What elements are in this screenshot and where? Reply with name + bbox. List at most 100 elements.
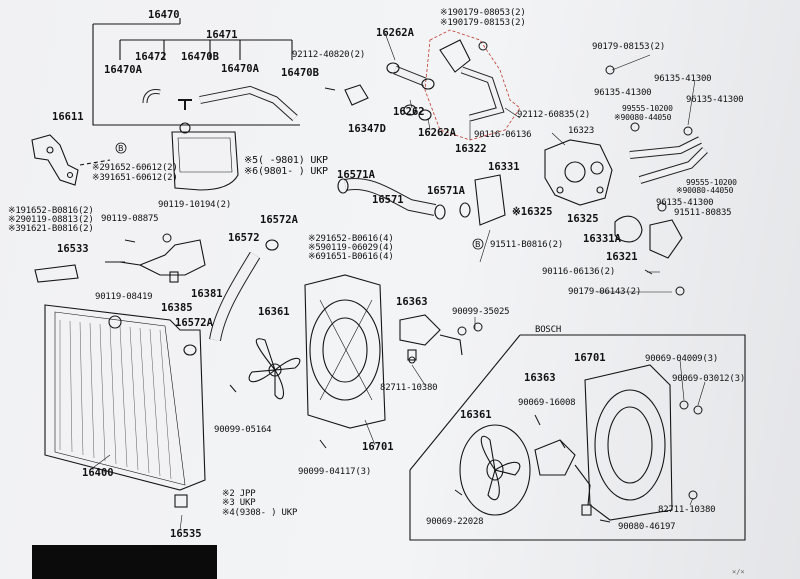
part-16331a: 16331A xyxy=(583,233,621,245)
footnote-6: ※6(9801- ) UKP xyxy=(244,166,328,177)
part-90099-04117: 90099-04117(3) xyxy=(298,467,372,477)
part-82711-10380-left: 82711-10380 xyxy=(380,383,438,393)
part-99555-10200-b: 99555-10200 xyxy=(686,178,737,187)
part-16535: 16535 xyxy=(170,528,202,540)
part-16470a-right: 16470A xyxy=(221,63,259,75)
part-16262a-bottom: 16262A xyxy=(418,127,456,139)
part-90119-08419: 90119-08419 xyxy=(95,292,153,302)
part-16571a-left: 16571A xyxy=(337,169,375,181)
reservoir-group-bracket xyxy=(92,18,300,126)
part-16533: 16533 xyxy=(57,243,89,255)
part-96135-41300-d: 96135-41300 xyxy=(656,198,714,208)
clip-16533 xyxy=(34,264,79,283)
corner-mark: ×/× xyxy=(732,568,745,576)
part-16331: 16331 xyxy=(488,161,520,173)
part-99555-10200: 99555-10200 xyxy=(622,104,673,113)
part-90119-08813: ※290119-08813(2) xyxy=(8,215,94,225)
circle-b-mid: B xyxy=(475,240,481,249)
part-16470: 16470 xyxy=(148,9,180,21)
part-16262: 16262 xyxy=(393,106,425,118)
part-90099-35025: 90099-35025 xyxy=(452,307,510,317)
part-90080-44050-b: ※90080-44050 xyxy=(676,186,734,195)
part-16701-left: 16701 xyxy=(362,441,394,453)
part-16572a-bottom: 16572A xyxy=(175,317,213,329)
part-82711-10380-right: 82711-10380 xyxy=(658,505,716,515)
part-91652-b0816-left: ※191652-B0816(2) xyxy=(8,206,94,216)
fan-motor-16363-bosch xyxy=(534,439,592,516)
part-16385: 16385 xyxy=(161,302,193,314)
fan-shroud-16701-left xyxy=(304,274,386,429)
bosch-variant-box xyxy=(409,334,746,541)
part-90179-06143: 90179-06143(2) xyxy=(568,287,642,297)
part-96135-41300-c: 96135-41300 xyxy=(686,95,744,105)
part-16471: 16471 xyxy=(206,29,238,41)
fan-motor-16363-left xyxy=(399,314,463,361)
part-90179-08153-right: 90179-08153(2) xyxy=(592,42,666,52)
part-90069-22028: 90069-22028 xyxy=(426,517,484,527)
part-90119-08875: 90119-08875 xyxy=(101,214,159,224)
part-91651-60612: ※391651-60612(2) xyxy=(92,173,178,183)
part-16571: 16571 xyxy=(372,194,404,206)
part-16701-right: 16701 xyxy=(574,352,606,364)
part-16472: 16472 xyxy=(135,51,167,63)
part-16325-left: ※16325 xyxy=(512,206,553,218)
part-691651-b0616: ※691651-B0616(4) xyxy=(308,252,394,262)
part-16611: 16611 xyxy=(52,111,84,123)
footnote-3: ※3 UKP xyxy=(222,498,256,508)
fan-blade-16361-bosch xyxy=(459,424,531,516)
part-90119-10194: 90119-10194(2) xyxy=(158,200,232,210)
fan-blade-16361-left xyxy=(248,338,301,400)
part-90116-06136-b: 90116-06136(2) xyxy=(542,267,616,277)
reservoir-bracket-16611 xyxy=(31,134,111,186)
water-outlet-highlight xyxy=(424,29,521,141)
part-16363-right: 16363 xyxy=(524,372,556,384)
reservoir-hose xyxy=(142,85,298,121)
part-590119-06029: ※590119-06029(4) xyxy=(308,243,394,253)
part-16571a-right: 16571A xyxy=(427,185,465,197)
part-291652-b0616: ※291652-B0616(4) xyxy=(308,234,394,244)
part-90099-05164: 90099-05164 xyxy=(214,425,272,435)
part-90179-08153-top: ※190179-08153(2) xyxy=(440,18,526,28)
part-90080-46197: 90080-46197 xyxy=(618,522,676,532)
bracket-16381 xyxy=(119,239,206,283)
part-16322: 16322 xyxy=(455,143,487,155)
part-91621-80816: ※391621-B0816(2) xyxy=(8,224,94,234)
footnote-4: ※4(9308- ) UKP xyxy=(222,508,298,518)
circle-b-left: B xyxy=(118,144,124,153)
part-16323: 16323 xyxy=(568,126,595,136)
fan-shroud-16701-bosch xyxy=(584,364,673,521)
part-16363-left: 16363 xyxy=(396,296,428,308)
part-91511-80835: 91511-80835 xyxy=(674,208,732,218)
part-16321: 16321 xyxy=(606,251,638,263)
part-16470b-right: 16470B xyxy=(281,67,319,79)
part-90069-04009: 90069-04009(3) xyxy=(645,354,719,364)
part-16572a-top: 16572A xyxy=(260,214,298,226)
part-16572: 16572 xyxy=(228,232,260,244)
footnote-2: ※2 JPP xyxy=(222,489,256,499)
part-92112-60835: 92112-60835(2) xyxy=(517,110,591,120)
part-16361-left: 16361 xyxy=(258,306,290,318)
footnote-5: ※5( -9801) UKP xyxy=(244,155,328,166)
part-90116-06136-top: 90116-06136 xyxy=(474,130,532,140)
part-90080-44050: ※90080-44050 xyxy=(614,113,672,122)
part-16400: 16400 xyxy=(82,467,114,479)
part-91652-60612: ※291652-60612(2) xyxy=(92,163,178,173)
upper-radiator-hose-16571 xyxy=(337,174,506,226)
part-16361-right: 16361 xyxy=(460,409,492,421)
part-16347d: 16347D xyxy=(348,123,386,135)
part-16470a-left: 16470A xyxy=(104,64,142,76)
part-92112-40820: 92112-40820(2) xyxy=(292,50,366,60)
part-91511-b0816: 91511-B0816(2) xyxy=(490,240,564,250)
part-16262a-top: 16262A xyxy=(376,27,414,39)
part-16470b: 16470B xyxy=(181,51,219,63)
part-96135-41300-a: 96135-41300 xyxy=(654,74,712,84)
part-90069-03012: 90069-03012(3) xyxy=(672,374,746,384)
redaction-bar xyxy=(32,545,217,579)
radiator-core-16400 xyxy=(44,304,206,508)
part-96135-41300-b: 96135-41300 xyxy=(594,88,652,98)
water-pump-housing-16323 xyxy=(544,136,708,259)
part-16325-right: 16325 xyxy=(567,213,599,225)
part-90179-08053: ※190179-08053(2) xyxy=(440,8,526,18)
lower-radiator-hose-16572 xyxy=(183,239,279,356)
